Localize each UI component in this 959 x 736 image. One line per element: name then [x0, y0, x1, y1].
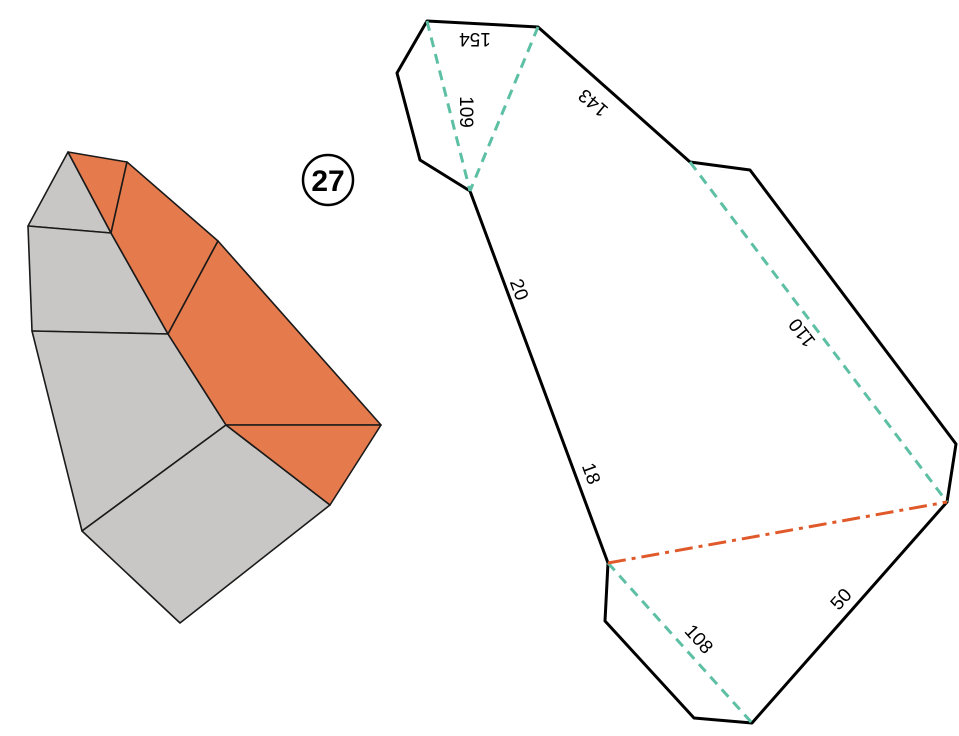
problem-number-badge: 27 — [301, 153, 355, 207]
edge-label-right-fold: 110 — [785, 314, 820, 351]
fold-line-bottom — [606, 561, 754, 725]
net-diagram: 154 109 143 20 18 110 108 50 — [395, 19, 958, 725]
edge-label-left-lower: 18 — [577, 460, 604, 487]
orange-face-lower — [225, 424, 382, 506]
problem-number: 27 — [311, 165, 344, 198]
edge-label-bottom-fold: 108 — [680, 621, 717, 659]
edge-label-upper-left-fold: 109 — [455, 96, 476, 128]
fold-line-long — [688, 161, 949, 503]
solid-shape — [27, 151, 382, 624]
net-outline — [395, 19, 958, 725]
edge-label-top: 154 — [459, 28, 491, 49]
fold-line-left-top — [425, 20, 472, 192]
cut-line — [607, 500, 948, 565]
fold-line-right-top — [468, 26, 540, 192]
